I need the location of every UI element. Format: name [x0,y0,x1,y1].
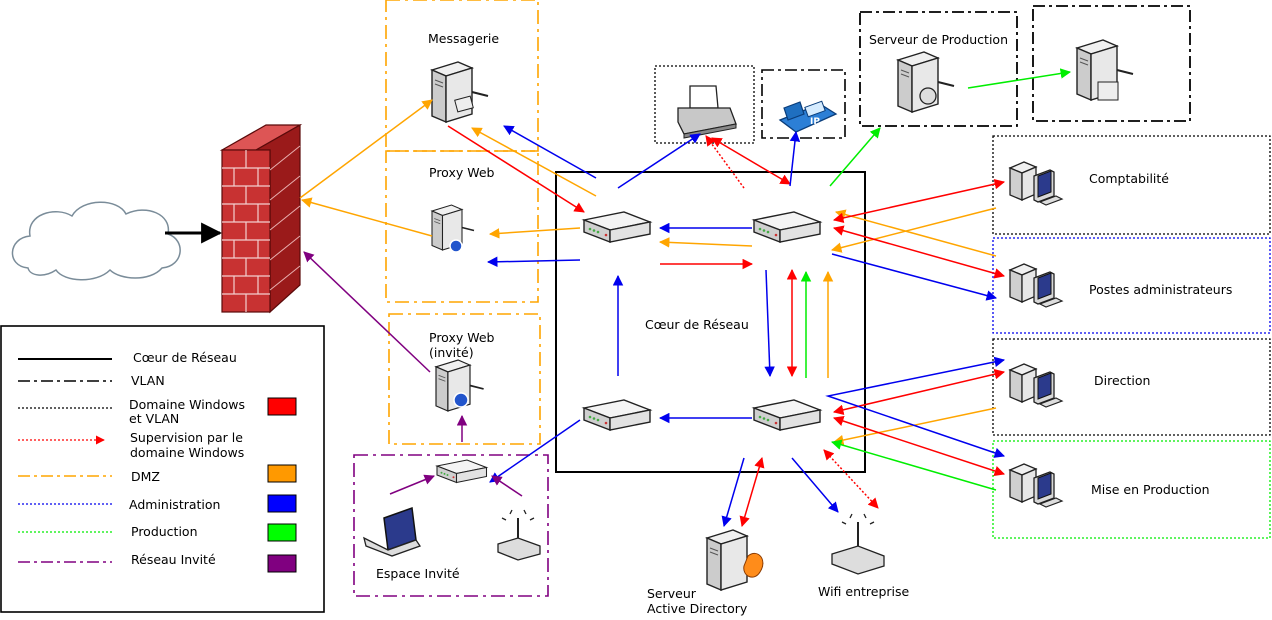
pc-comptabilite-icon [1009,161,1063,206]
pc-direction-icon [1009,363,1063,408]
package-box-icon [1097,81,1119,101]
legend-label-administration: Administration [129,497,221,512]
zone-imprimante [654,65,755,144]
legend-label-supervision: Supervision par le domaine Windows [130,430,245,460]
legend-swatch-dmz [267,464,297,483]
zone-telephone [761,69,846,139]
label-messagerie: Messagerie [428,31,500,46]
zone-espace-invite [353,454,549,597]
legend-label-dmz: DMZ [131,469,160,484]
zone-postes-admin [992,237,1271,334]
proxy-invite-globe-icon [453,392,469,408]
proxy-globe-icon [449,239,463,253]
zone-coeur [555,171,866,473]
zone-serveur-2 [1032,5,1191,122]
label-proxy-web-invite: Proxy Web (invité) [429,330,495,360]
legend-swatch-administration [267,494,297,513]
core-router-bottom-left-icon [583,399,651,431]
production-disc-icon [919,87,937,105]
pc-mise-en-production-icon [1009,463,1063,508]
internet-cloud-icon [11,201,181,281]
printer-icon [677,85,737,139]
label-serveur-active-directory: Serveur Active Directory [647,586,748,616]
zone-mise-en-production [992,440,1271,539]
label-proxy-web: Proxy Web [429,165,495,180]
legend-label-coeur: Cœur de Réseau [133,350,237,365]
svg-text:IP: IP [810,117,820,127]
label-mise-en-production: Mise en Production [1091,482,1210,497]
wifi-guest-icon [497,509,541,561]
guest-switch-icon [436,459,488,484]
zone-serveur-production [859,11,1018,127]
zone-dmz-proxy [385,150,539,303]
pc-postes-admin-icon [1009,263,1063,308]
label-espace-invite: Espace Invité [376,566,460,581]
legend-swatch-invite [267,554,297,573]
legend-label-production: Production [131,524,198,539]
label-comptabilite: Comptabilité [1089,171,1169,186]
ip-phone-icon: IP [778,100,838,133]
core-router-bottom-right-icon [753,399,821,431]
wifi-enterprise-icon [831,513,885,575]
label-postes-administrateurs: Postes administrateurs [1089,282,1233,297]
messagerie-server-icon [431,61,489,123]
label-wifi-entreprise: Wifi entreprise [818,584,910,599]
mail-envelope-icon [454,95,474,113]
legend-label-domaine: Domaine Windows et VLAN [129,397,245,426]
legend-swatch-domaine [267,397,297,416]
label-coeur-de-reseau: Cœur de Réseau [645,317,749,332]
zone-dmz-proxy-invite [388,313,541,445]
label-direction: Direction [1094,373,1151,388]
core-router-top-right-icon [753,211,821,243]
legend-label-vlan: VLAN [131,373,165,388]
legend-label-invite: Réseau Invité [131,552,216,567]
core-router-top-left-icon [583,211,651,243]
legend-swatch-production [267,523,297,542]
label-serveur-production: Serveur de Production [869,32,1008,47]
ad-logo-icon [743,552,764,578]
guest-laptop-icon [363,506,422,557]
firewall-icon [219,123,303,314]
